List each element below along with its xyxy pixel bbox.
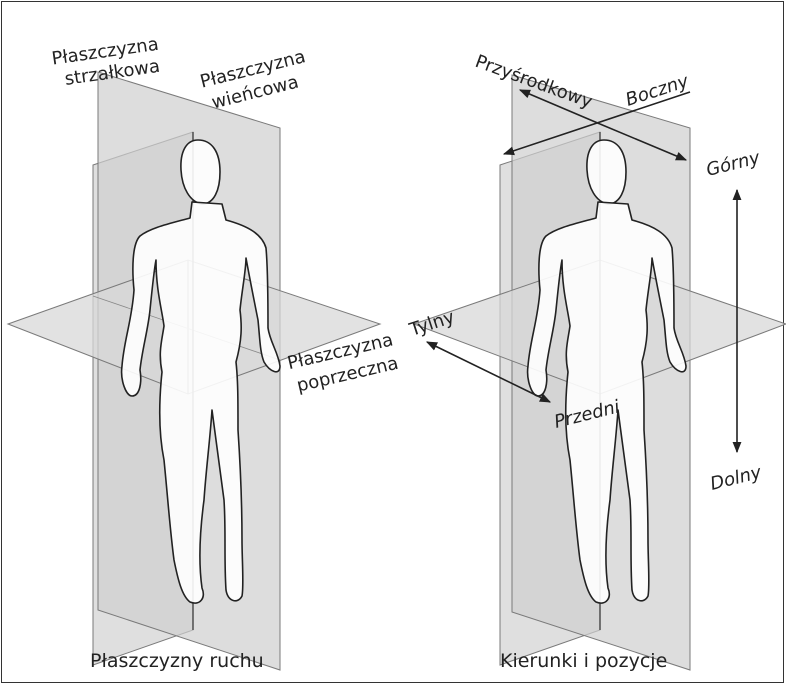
inferior-label: Dolny	[708, 462, 764, 495]
caption-planes-of-motion: Płaszczyzny ruchu	[90, 650, 264, 672]
caption-directions-and-positions: Kierunki i pozycje	[500, 650, 667, 672]
superior-label: Górny	[704, 147, 762, 181]
lateral-label: Boczny	[623, 71, 691, 111]
